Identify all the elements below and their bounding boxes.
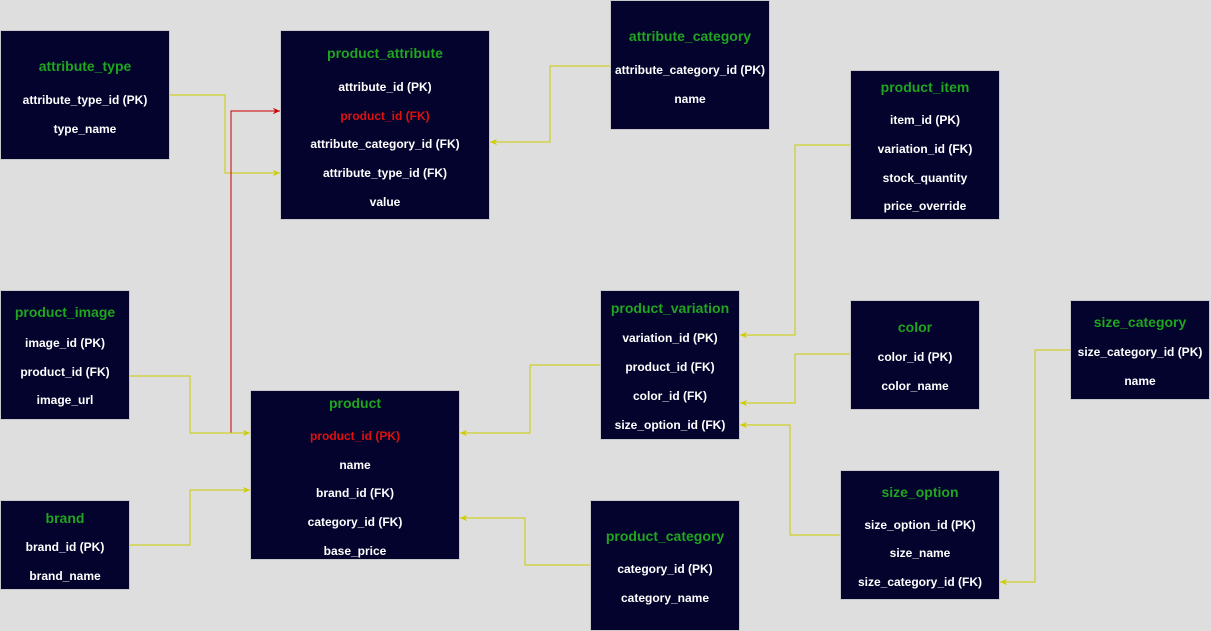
field-size-category-id: size_category_id (PK) (1077, 345, 1203, 359)
field-brand-name: brand_name (29, 569, 101, 583)
field-color-id: color_id (FK) (633, 389, 707, 403)
field-product-id: product_id (FK) (20, 365, 110, 379)
field-product-id: product_id (FK) (340, 109, 430, 123)
entity-attribute-type[interactable]: attribute_type attribute_type_id (PK) ty… (0, 30, 170, 160)
field-name: name (1124, 374, 1156, 388)
entity-product[interactable]: product product_id (PK) name brand_id (F… (250, 390, 460, 560)
entity-title: product_category (605, 528, 725, 544)
link-brand-to-product (130, 486, 250, 546)
entity-title: size_category (1093, 314, 1187, 330)
link-attribute-category-to-product-attribute (490, 65, 610, 146)
field-product-id: product_id (FK) (625, 360, 715, 374)
entity-title: product_image (14, 304, 116, 320)
field-variation-id: variation_id (PK) (622, 331, 718, 345)
entity-title: attribute_category (628, 28, 752, 44)
entity-title: attribute_type (38, 58, 132, 74)
entity-title: product (328, 395, 382, 411)
entity-title: size_option (881, 484, 959, 500)
field-type-name: type_name (53, 122, 117, 136)
entity-brand[interactable]: brand brand_id (PK) brand_name (0, 500, 130, 590)
entity-size-category[interactable]: size_category size_category_id (PK) name (1070, 300, 1210, 400)
entity-product-item[interactable]: product_item item_id (PK) variation_id (… (850, 70, 1000, 220)
link-product-image-to-product (130, 375, 250, 437)
field-size-option-id: size_option_id (FK) (614, 418, 726, 432)
link-product-category-to-product (460, 514, 590, 566)
field-variation-id: variation_id (FK) (877, 142, 973, 156)
link-attribute-type-to-product-attribute (170, 94, 280, 177)
field-value: value (369, 195, 401, 209)
link-color-to-product-variation (740, 353, 850, 407)
field-size-option-id: size_option_id (PK) (864, 518, 976, 532)
entity-title: product_attribute (327, 45, 443, 61)
field-image-id: image_id (PK) (24, 336, 105, 350)
entity-title: color (897, 319, 933, 335)
link-product-item-to-product-variation (740, 144, 850, 339)
entity-title: brand (45, 510, 85, 526)
link-product-to-product-attribute (230, 107, 280, 434)
field-item-id: item_id (PK) (889, 113, 960, 127)
link-size-option-to-product-variation (740, 421, 840, 536)
entity-title: product_item (880, 79, 970, 95)
entity-color[interactable]: color color_id (PK) color_name (850, 300, 980, 410)
field-brand-id: brand_id (FK) (316, 486, 394, 500)
field-category-name: category_name (620, 591, 710, 605)
entity-product-variation[interactable]: product_variation variation_id (PK) prod… (600, 290, 740, 440)
field-name: name (339, 458, 371, 472)
field-name: name (674, 92, 706, 106)
field-attribute-category-id: attribute_category_id (FK) (310, 137, 460, 151)
field-product-id: product_id (PK) (310, 429, 400, 443)
entity-attribute-category[interactable]: attribute_category attribute_category_id… (610, 0, 770, 130)
link-size-category-to-size-option (1000, 349, 1070, 586)
entity-product-image[interactable]: product_image image_id (PK) product_id (… (0, 290, 130, 420)
entity-title: product_variation (610, 300, 730, 316)
field-color-id: color_id (PK) (877, 350, 953, 364)
entity-size-option[interactable]: size_option size_option_id (PK) size_nam… (840, 470, 1000, 600)
link-product-variation-to-product (460, 364, 600, 437)
field-color-name: color_name (881, 379, 949, 393)
field-attribute-type-id: attribute_type_id (PK) (22, 93, 148, 107)
field-size-name: size_name (889, 546, 951, 560)
field-base-price: base_price (323, 544, 387, 558)
field-category-id: category_id (FK) (307, 515, 403, 529)
field-attribute-category-id: attribute_category_id (PK) (614, 63, 766, 77)
field-stock-quantity: stock_quantity (882, 171, 968, 185)
field-price-override: price_override (883, 199, 967, 213)
field-image-url: image_url (36, 393, 94, 407)
field-brand-id: brand_id (PK) (25, 540, 105, 554)
field-size-category-id: size_category_id (FK) (857, 575, 983, 589)
field-attribute-id: attribute_id (PK) (338, 80, 432, 94)
field-attribute-type-id: attribute_type_id (FK) (322, 166, 447, 180)
entity-product-attribute[interactable]: product_attribute attribute_id (PK) prod… (280, 30, 490, 220)
entity-product-category[interactable]: product_category category_id (PK) catego… (590, 500, 740, 631)
field-category-id: category_id (PK) (617, 562, 713, 576)
